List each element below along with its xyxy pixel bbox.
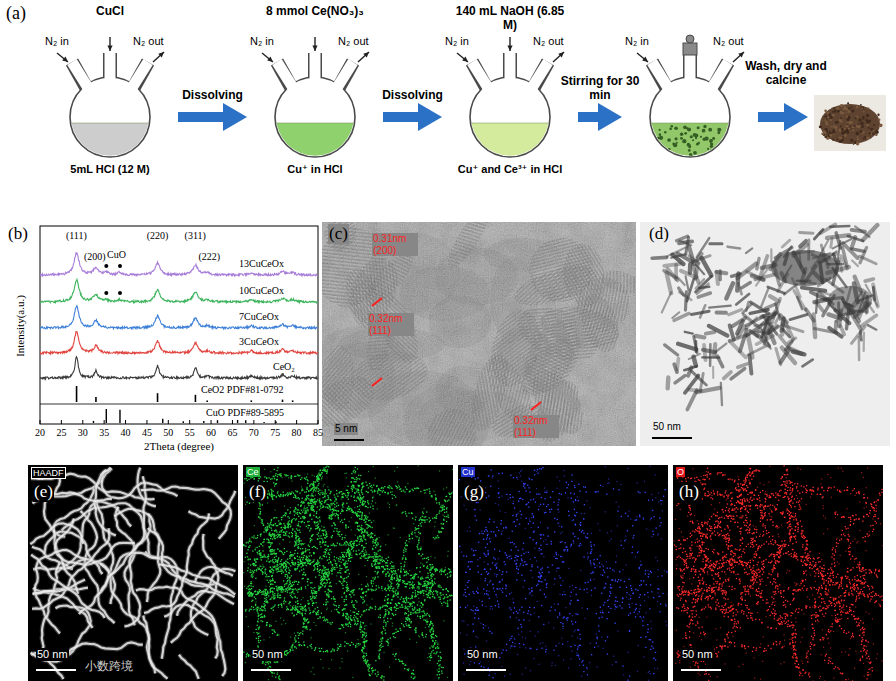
figure: CuClN₂ inN₂ out5mL HCl (12 M)8 mmol Ce(N…: [0, 0, 896, 681]
